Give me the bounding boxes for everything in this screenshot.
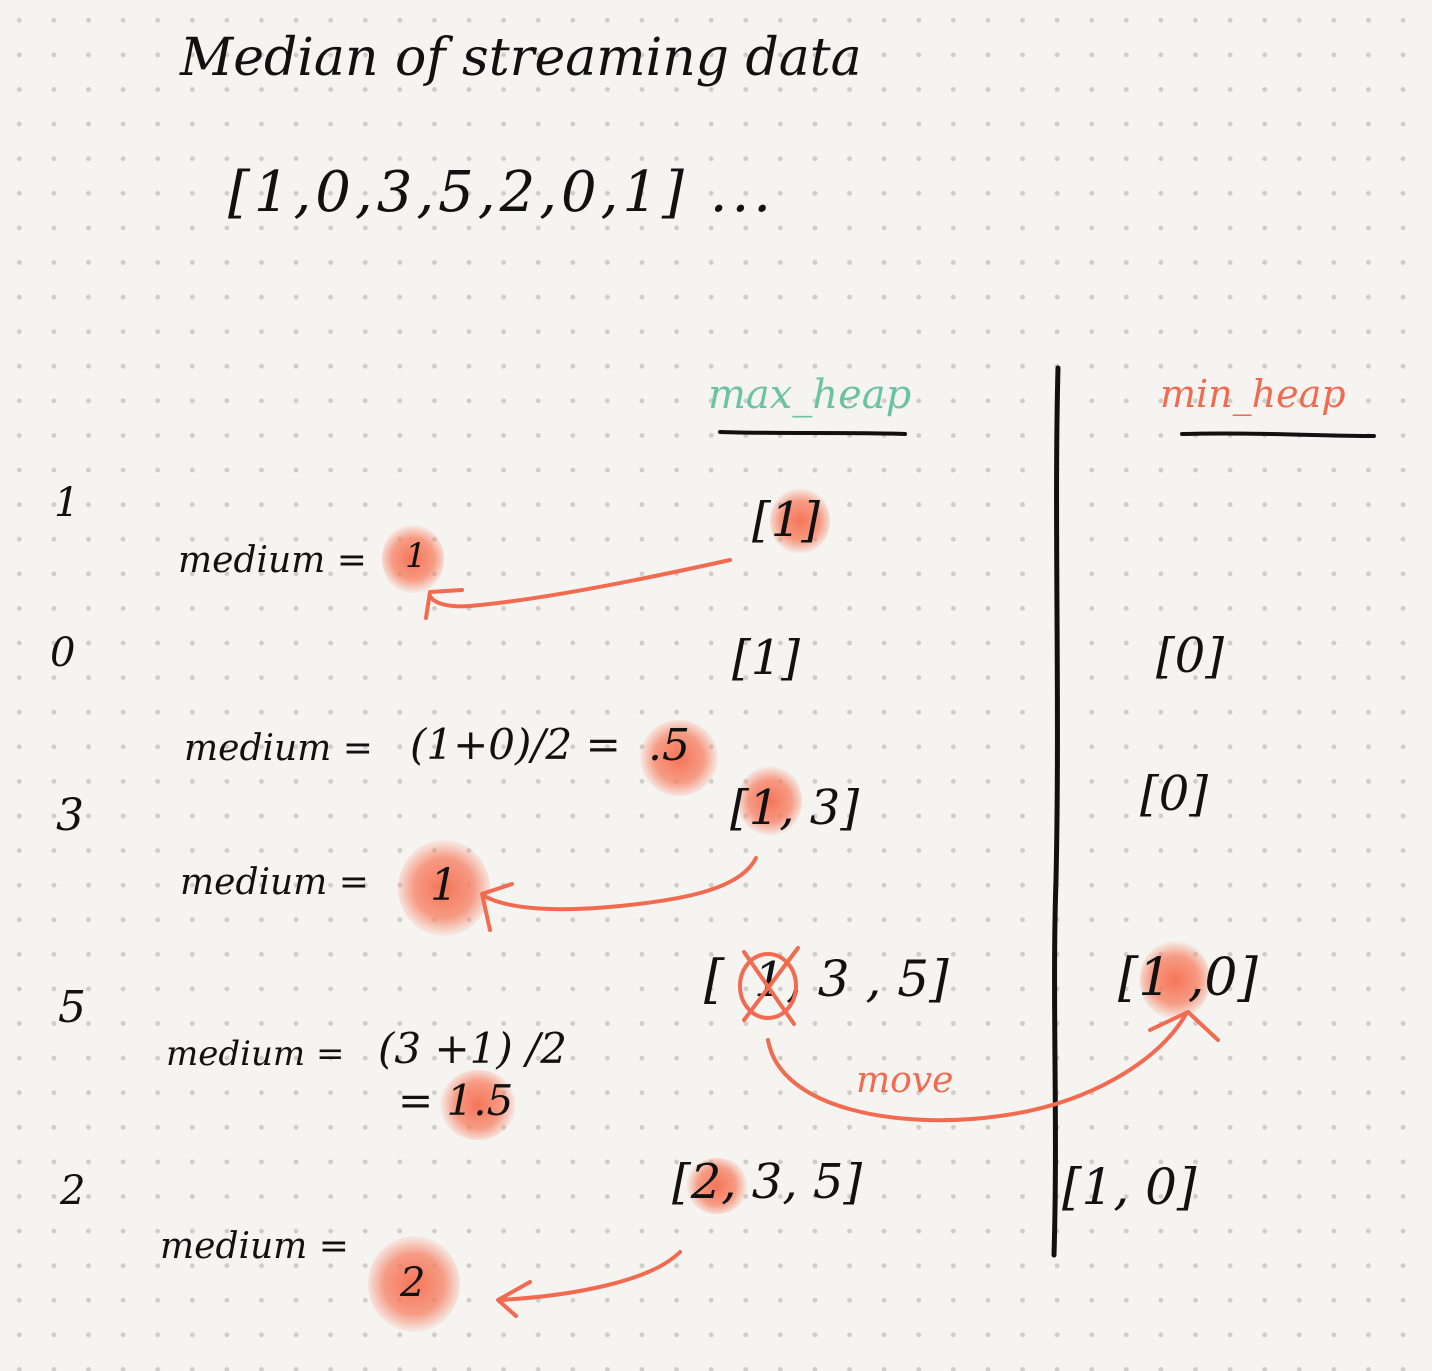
- min-heap-state: [0]: [1156, 628, 1224, 684]
- max-heap-state: [1]: [732, 630, 800, 686]
- cross-mark: [742, 946, 800, 1022]
- step-input: 3: [56, 790, 84, 841]
- median-label: medium =: [180, 862, 369, 903]
- highlight-median-1: [382, 524, 444, 594]
- max-heap-header: max_heap: [708, 372, 912, 418]
- highlight-max-heap-1: [770, 488, 830, 554]
- min-heap-header: min_heap: [1160, 372, 1346, 416]
- crossed-out-circle: [738, 952, 798, 1020]
- median-label: medium =: [178, 540, 367, 581]
- arrow-line: [428, 558, 732, 609]
- max-heap-state: [2, 3, 5]: [672, 1154, 863, 1210]
- max-heap-bracket-open: [: [704, 950, 725, 1010]
- highlight-median-1-5: [440, 1070, 516, 1140]
- median-label: medium =: [160, 1226, 349, 1267]
- arrowhead: [496, 1280, 532, 1318]
- arrow-line: [482, 856, 758, 912]
- step-input: 1: [54, 480, 80, 526]
- max-heap-underline: [718, 430, 907, 436]
- max-heap-state: [1, 3]: [730, 780, 860, 836]
- stream-array: [1,0,3,5,2,0,1] ...: [228, 160, 776, 225]
- arrowhead: [480, 882, 514, 932]
- min-heap-state: [1 ,0]: [1118, 948, 1258, 1008]
- arrowhead: [424, 588, 464, 620]
- highlight-median-half: [640, 720, 718, 796]
- column-divider: [1051, 365, 1061, 1258]
- max-heap-state-rest: , 3 , 5]: [786, 950, 949, 1008]
- highlight-median-2: [368, 1236, 460, 1332]
- step-input: 0: [50, 630, 76, 676]
- median-value: 1: [430, 860, 458, 911]
- move-label: move: [856, 1060, 954, 1101]
- highlight-max-heap-1b: [738, 766, 802, 836]
- step-input: 2: [60, 1168, 86, 1214]
- min-heap-state: [1, 0]: [1062, 1158, 1197, 1216]
- min-heap-underline: [1180, 431, 1376, 438]
- median-value: 1: [405, 536, 427, 576]
- highlight-median-1b: [398, 840, 490, 936]
- arrow-line: [498, 1250, 682, 1302]
- median-value: .5: [648, 720, 690, 771]
- median-expression: (1+0)/2 =: [410, 720, 621, 769]
- max-heap-state: [1]: [752, 492, 820, 548]
- median-expression: (3 +1) /2: [378, 1024, 567, 1073]
- median-value: 2: [400, 1260, 426, 1306]
- arrowhead: [1148, 1010, 1220, 1042]
- highlight-max-heap-2: [686, 1158, 748, 1214]
- median-value: = 1.5: [398, 1076, 514, 1125]
- min-heap-state: [0]: [1140, 766, 1208, 822]
- median-label: medium =: [166, 1034, 345, 1074]
- median-label: medium =: [184, 728, 373, 769]
- move-arrow-line: [766, 1012, 1188, 1123]
- step-input: 5: [58, 982, 86, 1033]
- page-title: Median of streaming data: [180, 28, 862, 88]
- highlight-min-heap-1: [1140, 940, 1210, 1020]
